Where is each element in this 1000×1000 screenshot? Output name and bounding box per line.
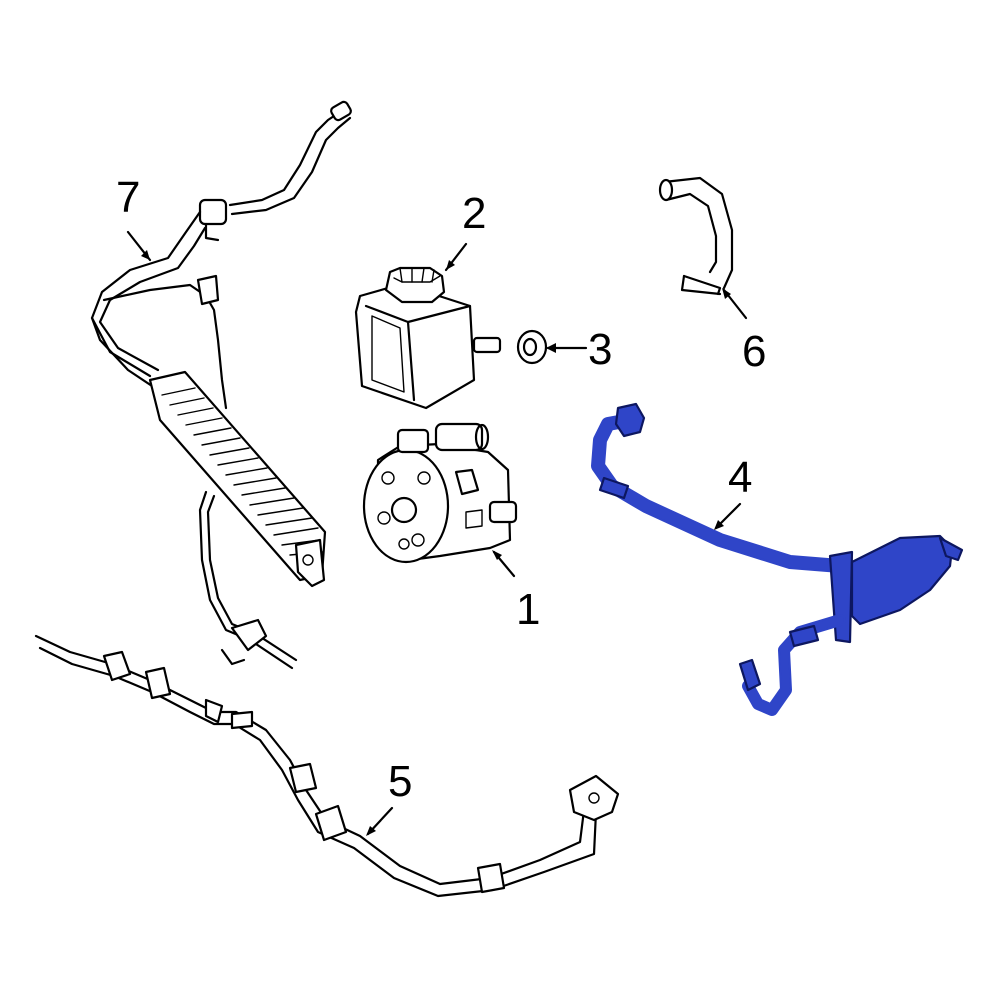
- seal-ring[interactable]: [516, 329, 548, 365]
- pressure-line[interactable]: [34, 634, 620, 898]
- callout-2: 2: [462, 189, 486, 238]
- cooler-assembly[interactable]: [90, 100, 352, 670]
- callout-1: 1: [516, 585, 540, 634]
- callout-6: 6: [742, 327, 766, 376]
- pressure-hose-highlighted[interactable]: [591, 402, 964, 716]
- return-hose[interactable]: [658, 176, 734, 296]
- pump[interactable]: [362, 422, 518, 564]
- callout-3: 3: [588, 325, 612, 374]
- callout-5: 5: [388, 757, 412, 806]
- reservoir[interactable]: [354, 266, 502, 410]
- leader-arrows: [126, 230, 748, 836]
- callout-4: 4: [728, 453, 752, 502]
- callout-7: 7: [116, 173, 140, 222]
